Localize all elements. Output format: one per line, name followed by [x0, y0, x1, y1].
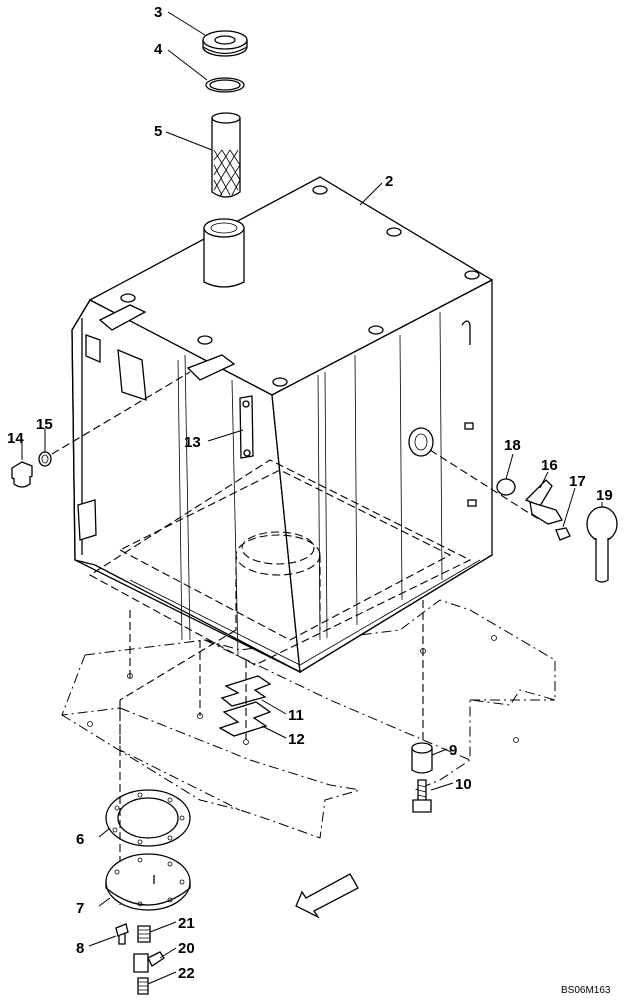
callout-9: 9 [449, 742, 457, 759]
drawing-code: BS06M163 [561, 985, 611, 996]
callout-10: 10 [455, 776, 472, 793]
callout-8: 8 [76, 940, 84, 957]
callout-20: 20 [178, 940, 195, 957]
lifting-bracket-2 [186, 354, 236, 381]
filler-neck [203, 218, 245, 288]
callout-11: 11 [288, 707, 304, 724]
plug-o-ring [38, 451, 52, 467]
side-bracket [77, 499, 97, 541]
o-ring [205, 77, 245, 93]
callout-12: 12 [288, 731, 305, 748]
callout-15: 15 [36, 416, 53, 433]
hydraulic-tank [71, 176, 494, 674]
callout-19: 19 [596, 487, 613, 504]
callout-18: 18 [504, 437, 521, 454]
strainer [211, 112, 241, 198]
gasket [105, 789, 191, 847]
callout-22: 22 [178, 965, 195, 982]
callouts: 2 3 4 5 6 7 8 9 10 11 12 13 14 15 16 17 … [7, 4, 613, 982]
callout-7: 7 [76, 900, 84, 917]
callout-6: 6 [76, 831, 84, 848]
drain-plug [11, 461, 33, 488]
callout-21: 21 [178, 915, 195, 932]
filler-cap [202, 30, 248, 57]
shims [218, 675, 272, 737]
cover-plate [105, 853, 191, 911]
spacer-bolt [411, 600, 433, 813]
callout-17: 17 [569, 473, 586, 490]
callout-5: 5 [154, 123, 162, 140]
sight-gauge-parts [429, 449, 618, 583]
bolt-8 [115, 923, 129, 945]
lifting-bracket [98, 304, 147, 331]
top-studs [120, 185, 480, 387]
plug-22 [137, 977, 149, 995]
fitting-21 [137, 925, 151, 943]
callout-16: 16 [541, 457, 558, 474]
callout-13: 13 [184, 434, 201, 451]
valve-20 [133, 951, 165, 973]
callout-4: 4 [154, 41, 163, 58]
level-gauge [239, 395, 254, 459]
callout-14: 14 [7, 430, 24, 447]
mount-bracket [85, 334, 101, 363]
front-direction-arrow [295, 873, 359, 919]
callout-3: 3 [154, 4, 162, 21]
side-plate [117, 348, 147, 401]
leader-lines [21, 11, 603, 985]
callout-2: 2 [385, 173, 393, 190]
